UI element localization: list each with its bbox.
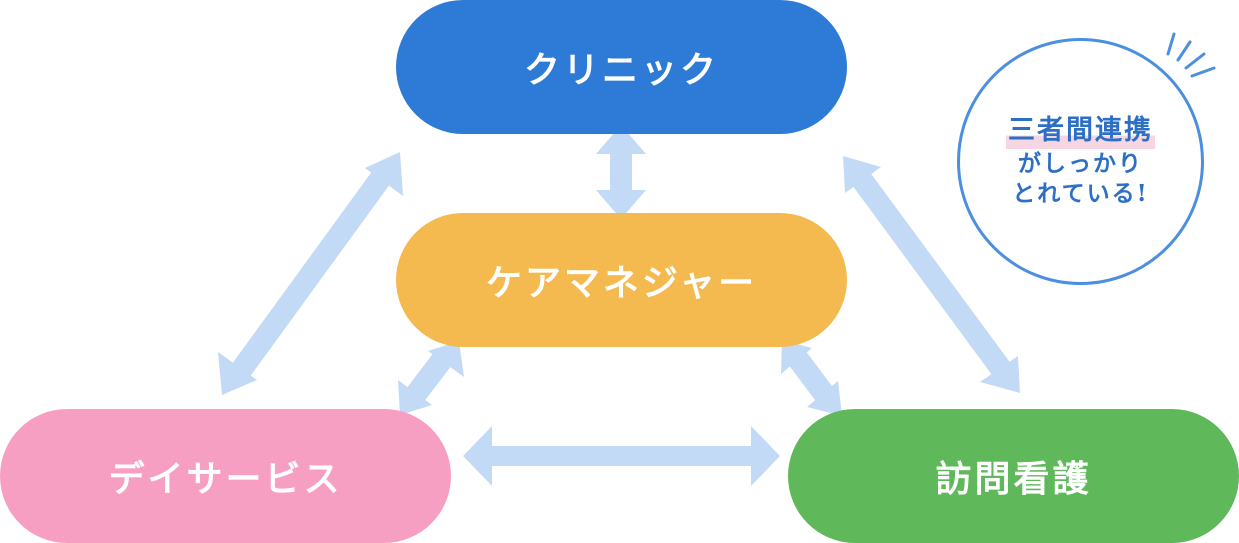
callout-bubble: 三者間連携 がしっかり とれている! (957, 38, 1204, 285)
node-care-manager-label: ケアマネジャー (485, 262, 758, 304)
arrow-dayservice-homenursing (463, 426, 780, 486)
emphasis-burst-icon (1166, 32, 1216, 78)
node-care-manager: ケアマネジャー (396, 213, 847, 347)
arrow-clinic-homenursing (843, 156, 1020, 393)
node-day-service-label: デイサービス (108, 458, 343, 500)
node-day-service: デイサービス (0, 409, 451, 543)
node-home-nursing: 訪問看護 (788, 409, 1239, 543)
arrow-caremanager-dayservice (398, 341, 464, 415)
node-home-nursing-label: 訪問看護 (935, 458, 1092, 500)
arrow-clinic-caremanager (596, 125, 646, 219)
callout-title: 三者間連携 (1006, 113, 1155, 149)
callout-line-2: がしっかり (1018, 149, 1143, 177)
callout-line-3: とれている! (1012, 180, 1149, 208)
arrow-clinic-dayservice (218, 152, 403, 395)
node-clinic-label: クリニック (523, 49, 719, 91)
arrow-caremanager-homenursing (781, 340, 842, 416)
node-clinic: クリニック (396, 0, 847, 134)
